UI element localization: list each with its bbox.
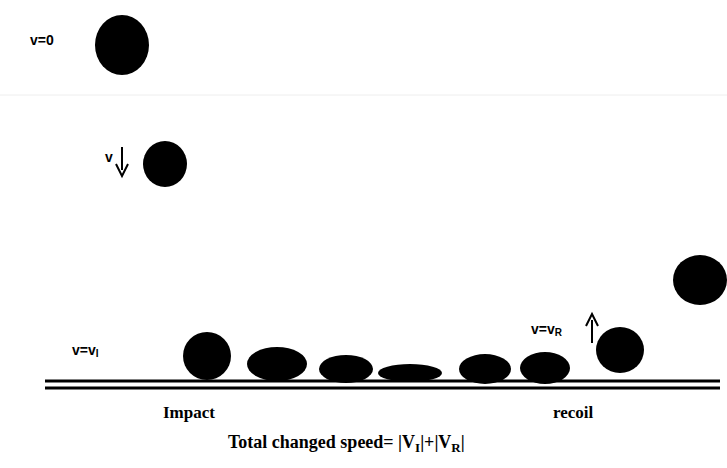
caption-text: |: [461, 433, 465, 451]
speed-label: v=0: [30, 33, 54, 47]
ball: [459, 354, 511, 384]
faint-rule: [0, 95, 727, 96]
stage-label: Impact: [163, 404, 215, 421]
speed-label: v=v: [72, 343, 96, 357]
ball: [520, 352, 570, 384]
ball: [95, 15, 149, 75]
ball: [596, 327, 644, 373]
speed-label: v: [105, 150, 113, 164]
subscript: R: [451, 441, 460, 454]
speed-label: v=v: [531, 322, 555, 336]
stage-label: recoil: [553, 404, 593, 421]
ground-line: [45, 380, 720, 383]
subscript: I: [96, 349, 99, 359]
up-arrow-head: [586, 314, 598, 326]
caption-text: Total changed speed= |V: [228, 433, 415, 451]
ball: [673, 255, 727, 305]
ball: [183, 332, 231, 380]
ground-line: [45, 387, 720, 390]
down-arrow: [121, 147, 123, 170]
ball: [143, 141, 187, 187]
subscript: I: [415, 441, 420, 454]
ball: [319, 355, 373, 383]
caption-text: |+|V: [420, 433, 451, 451]
down-arrow-head: [116, 164, 128, 176]
ball: [378, 364, 442, 382]
ball: [247, 347, 307, 381]
up-arrow: [591, 320, 593, 343]
subscript: R: [555, 328, 562, 338]
